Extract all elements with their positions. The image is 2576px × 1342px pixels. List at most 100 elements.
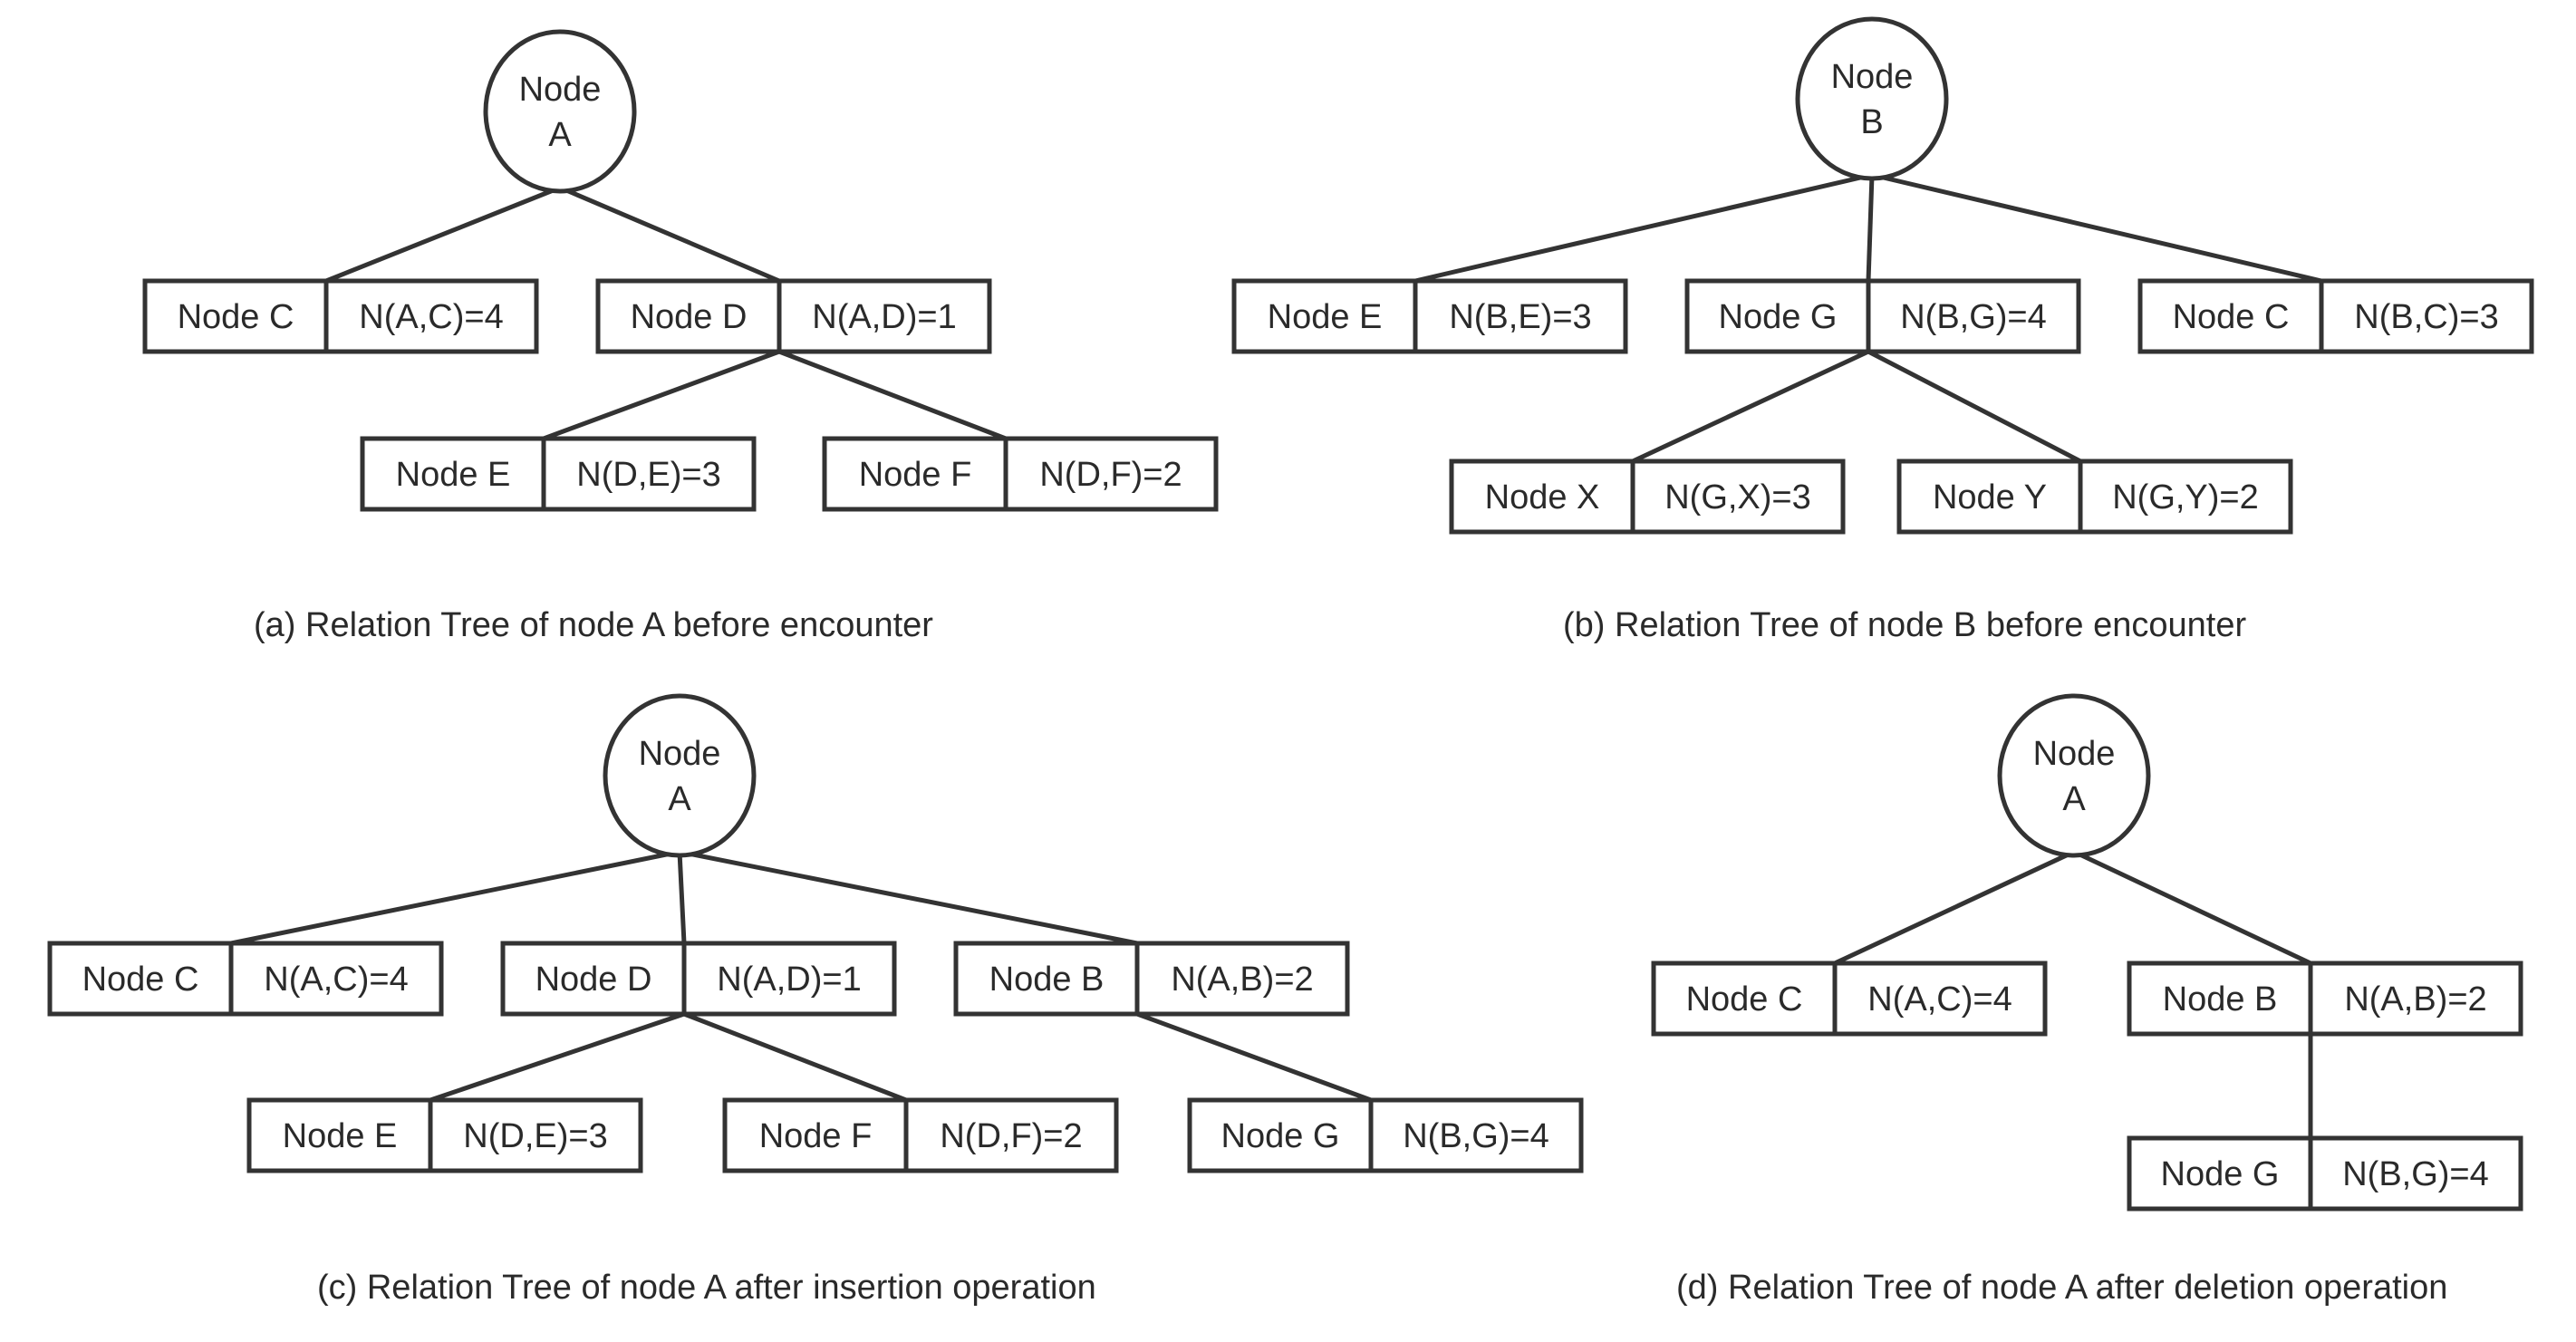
node-name-cell [1896,459,2083,535]
node-name-label: Node C [178,298,294,336]
edge-c-E [429,1011,685,1103]
node-value-label: N(A,B)=2 [2344,980,2486,1019]
node-name-label: Node E [1268,298,1383,336]
node-value-label: N(G,X)=3 [1664,478,1811,517]
node-name-cell [500,941,687,1017]
root-circle [483,29,637,194]
node-value-cell [2319,278,2534,354]
node-box-b-X: Node X N(G,X)=3 [1449,459,1846,535]
root-label-line: Node [639,735,721,773]
node-value-label: N(G,Y)=2 [2112,478,2259,517]
edge-c-F [683,1011,907,1103]
node-value-label: N(D,E)=3 [463,1117,607,1155]
node-name-cell [2137,278,2324,354]
node-value-cell [2308,961,2523,1037]
edge-d-B [2072,849,2312,966]
edge-b-C [1871,172,2322,284]
node-box-c-E: Node E N(D,E)=3 [246,1097,643,1173]
edge-c-C [230,849,680,946]
edge-c-D [677,851,687,944]
node-name-label: Node B [989,961,1105,999]
edge-a-D [559,185,780,284]
node-value-label: N(D,E)=3 [576,456,720,494]
node-value-cell [1134,941,1350,1017]
node-value-cell [323,278,539,354]
node-name-label: Node E [283,1117,398,1155]
node-value-cell [1368,1097,1584,1173]
root-circle [1795,16,1949,181]
edge-c-G [1136,1011,1372,1103]
node-value-label: N(D,F)=2 [1039,456,1182,494]
edges-b [1414,172,2322,464]
node-name-cell [1231,278,1418,354]
node-value-cell [428,1097,643,1173]
root-label-line: A [668,780,691,818]
root-label-line: Node [1831,58,1914,96]
edge-b-Y [1867,349,2082,464]
root-label-line: A [2062,780,2086,818]
caption-d: (d) Relation Tree of node A after deleti… [1676,1269,2447,1307]
node-name-label: Node G [1221,1117,1340,1155]
edge-a-C [325,185,561,284]
node-value-cell [2078,459,2293,535]
node-value-label: N(B,E)=3 [1449,298,1591,336]
node-box-d-B: Node B N(A,B)=2 [2127,961,2523,1037]
node-name-label: Node G [2161,1155,2280,1193]
node-value-cell [541,436,757,512]
node-name-label: Node X [1485,478,1600,517]
node-value-label: N(B,G)=4 [1900,298,2047,336]
node-name-cell [142,278,329,354]
node-box-c-G: Node G N(B,G)=4 [1187,1097,1584,1173]
node-value-label: N(A,B)=2 [1171,961,1313,999]
edge-b-E [1414,172,1873,284]
edge-b-X [1631,349,1870,464]
node-value-label: N(B,G)=4 [1403,1117,1549,1155]
edges-a [325,185,1007,441]
edges-c [230,849,1372,1103]
node-value-label: N(A,D)=1 [812,298,956,336]
node-box-c-F: Node F N(D,F)=2 [722,1097,1119,1173]
node-value-label: N(D,F)=2 [940,1117,1082,1155]
node-name-label: Node F [759,1117,873,1155]
node-box-a-F: Node F N(D,F)=2 [822,436,1219,512]
node-value-cell [1413,278,1628,354]
edge-a-E [543,349,780,441]
node-value-cell [1866,278,2081,354]
node-box-b-E: Node E N(B,E)=3 [1231,278,1628,354]
edge-b-G [1866,174,1875,282]
node-name-cell [722,1097,909,1173]
node-name-cell [2127,961,2313,1037]
root-label-line: Node [2033,735,2116,773]
edge-a-F [778,349,1007,441]
node-box-c-B: Node B N(A,B)=2 [953,941,1350,1017]
node-value-cell [903,1097,1119,1173]
node-name-cell [1684,278,1871,354]
edges-d [1833,849,2313,1138]
node-name-cell [953,941,1140,1017]
node-name-label: Node B [2163,980,2278,1019]
caption-b: (b) Relation Tree of node B before encou… [1563,606,2246,644]
node-value-cell [777,278,992,354]
node-value-label: N(A,C)=4 [359,298,503,336]
node-name-label: Node C [2173,298,2290,336]
node-name-cell [595,278,782,354]
node-value-cell [1630,459,1846,535]
root-label-line: A [548,116,572,154]
edge-d-C [1833,849,2076,966]
node-value-label: N(A,C)=4 [264,961,408,999]
node-name-cell [47,941,234,1017]
node-name-label: Node F [859,456,972,494]
